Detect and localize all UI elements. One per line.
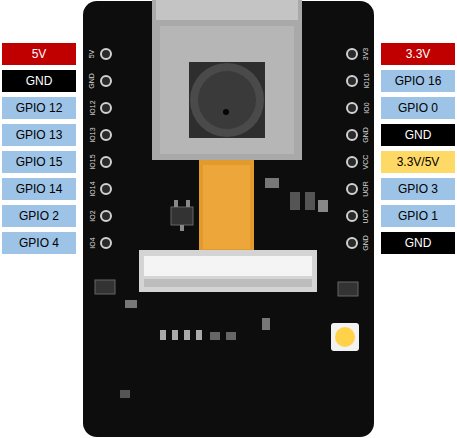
pin-label-box: 3.3V	[381, 43, 455, 65]
smd-part	[305, 192, 315, 210]
pin-label-box: GPIO 4	[2, 232, 76, 254]
camera-ribbon-inner	[203, 165, 250, 249]
smd-part	[318, 200, 328, 212]
pin-label-box: GPIO 16	[381, 70, 455, 92]
chip-pin	[180, 225, 184, 231]
camera-connector	[139, 250, 317, 292]
silkscreen-label: IO15	[88, 154, 96, 169]
camera-lens	[198, 71, 256, 129]
camera-housing	[189, 62, 265, 138]
camera-ribbon	[199, 160, 254, 254]
silkscreen-label: IO0	[362, 102, 370, 113]
smd-part	[262, 318, 270, 330]
pin-name: GPIO 0	[398, 101, 438, 115]
pin-name: GPIO 13	[16, 128, 63, 142]
pin-name: GND	[405, 128, 432, 142]
pin-name: GPIO 14	[16, 182, 63, 196]
pin-label-box: 3.3V/5V	[381, 151, 455, 173]
regulator-chip	[171, 207, 193, 225]
pin-name: GPIO 15	[16, 155, 63, 169]
smd-part	[172, 330, 178, 340]
pin-label-box: GND	[381, 124, 455, 146]
silkscreen-label: UOR	[362, 181, 370, 197]
pin-name: 3.3V/5V	[397, 155, 440, 169]
pin-label-box: GPIO 2	[2, 205, 76, 227]
silkscreen-label: GND	[362, 127, 370, 143]
silkscreen-label: IO2	[88, 210, 96, 221]
pin-label-box: GPIO 3	[381, 178, 455, 200]
camera-aperture	[223, 109, 229, 115]
pin-name: GPIO 3	[398, 182, 438, 196]
silkscreen-label: IO4	[88, 237, 96, 248]
smd-part	[120, 390, 130, 398]
pin-label-box: 5V	[2, 43, 76, 65]
sd-card-slot	[156, 0, 298, 20]
chip-pin	[174, 200, 178, 207]
chip-pin	[186, 200, 190, 207]
connector-base	[144, 279, 312, 287]
smd-part	[265, 178, 279, 188]
smd-part	[210, 332, 220, 340]
pin-label-box: GND	[381, 232, 455, 254]
smd-part	[184, 330, 190, 340]
silkscreen-label: UOT	[362, 209, 370, 224]
sd-card-cover	[160, 26, 294, 154]
smd-part	[196, 330, 202, 340]
connector-latch	[144, 256, 312, 276]
pin-label-box: GPIO 0	[381, 97, 455, 119]
flash-led	[331, 323, 359, 351]
silkscreen-label: GND	[362, 235, 370, 251]
transistor	[95, 280, 115, 294]
sd-card-holder	[152, 0, 302, 160]
pin-label-box: GND	[2, 70, 76, 92]
flash-led-lens	[335, 327, 355, 347]
smd-part	[125, 300, 137, 308]
pin-name: 3.3V	[406, 47, 431, 61]
silkscreen-label: 3V3	[362, 48, 370, 60]
pin-label-box: GPIO 1	[381, 205, 455, 227]
pin-name: GPIO 12	[16, 101, 63, 115]
silkscreen-label: IO16	[362, 73, 370, 88]
silkscreen-label: GND	[88, 73, 96, 89]
silkscreen-label: IO13	[88, 127, 96, 142]
silkscreen-label: 5V	[88, 50, 96, 59]
pin-name: GND	[405, 236, 432, 250]
smd-part	[290, 192, 300, 210]
pin-label-box: GPIO 12	[2, 97, 76, 119]
silkscreen-label: IO12	[88, 100, 96, 115]
silkscreen-label: VCC	[362, 155, 370, 170]
smd-part	[160, 330, 166, 340]
silkscreen-label: IO14	[88, 181, 96, 196]
pin-name: GND	[26, 74, 53, 88]
header-holes	[101, 49, 357, 248]
pin-name: GPIO 2	[19, 209, 59, 223]
pin-name: GPIO 1	[398, 209, 438, 223]
transistor	[338, 282, 358, 296]
pin-label-box: GPIO 14	[2, 178, 76, 200]
pin-name: GPIO 4	[19, 236, 59, 250]
smd-part	[226, 332, 236, 340]
pin-label-box: GPIO 13	[2, 124, 76, 146]
pin-name: 5V	[32, 47, 47, 61]
pin-label-box: GPIO 15	[2, 151, 76, 173]
board-outline	[83, 1, 374, 437]
camera-lens-ring	[190, 63, 264, 137]
pin-name: GPIO 16	[395, 74, 442, 88]
